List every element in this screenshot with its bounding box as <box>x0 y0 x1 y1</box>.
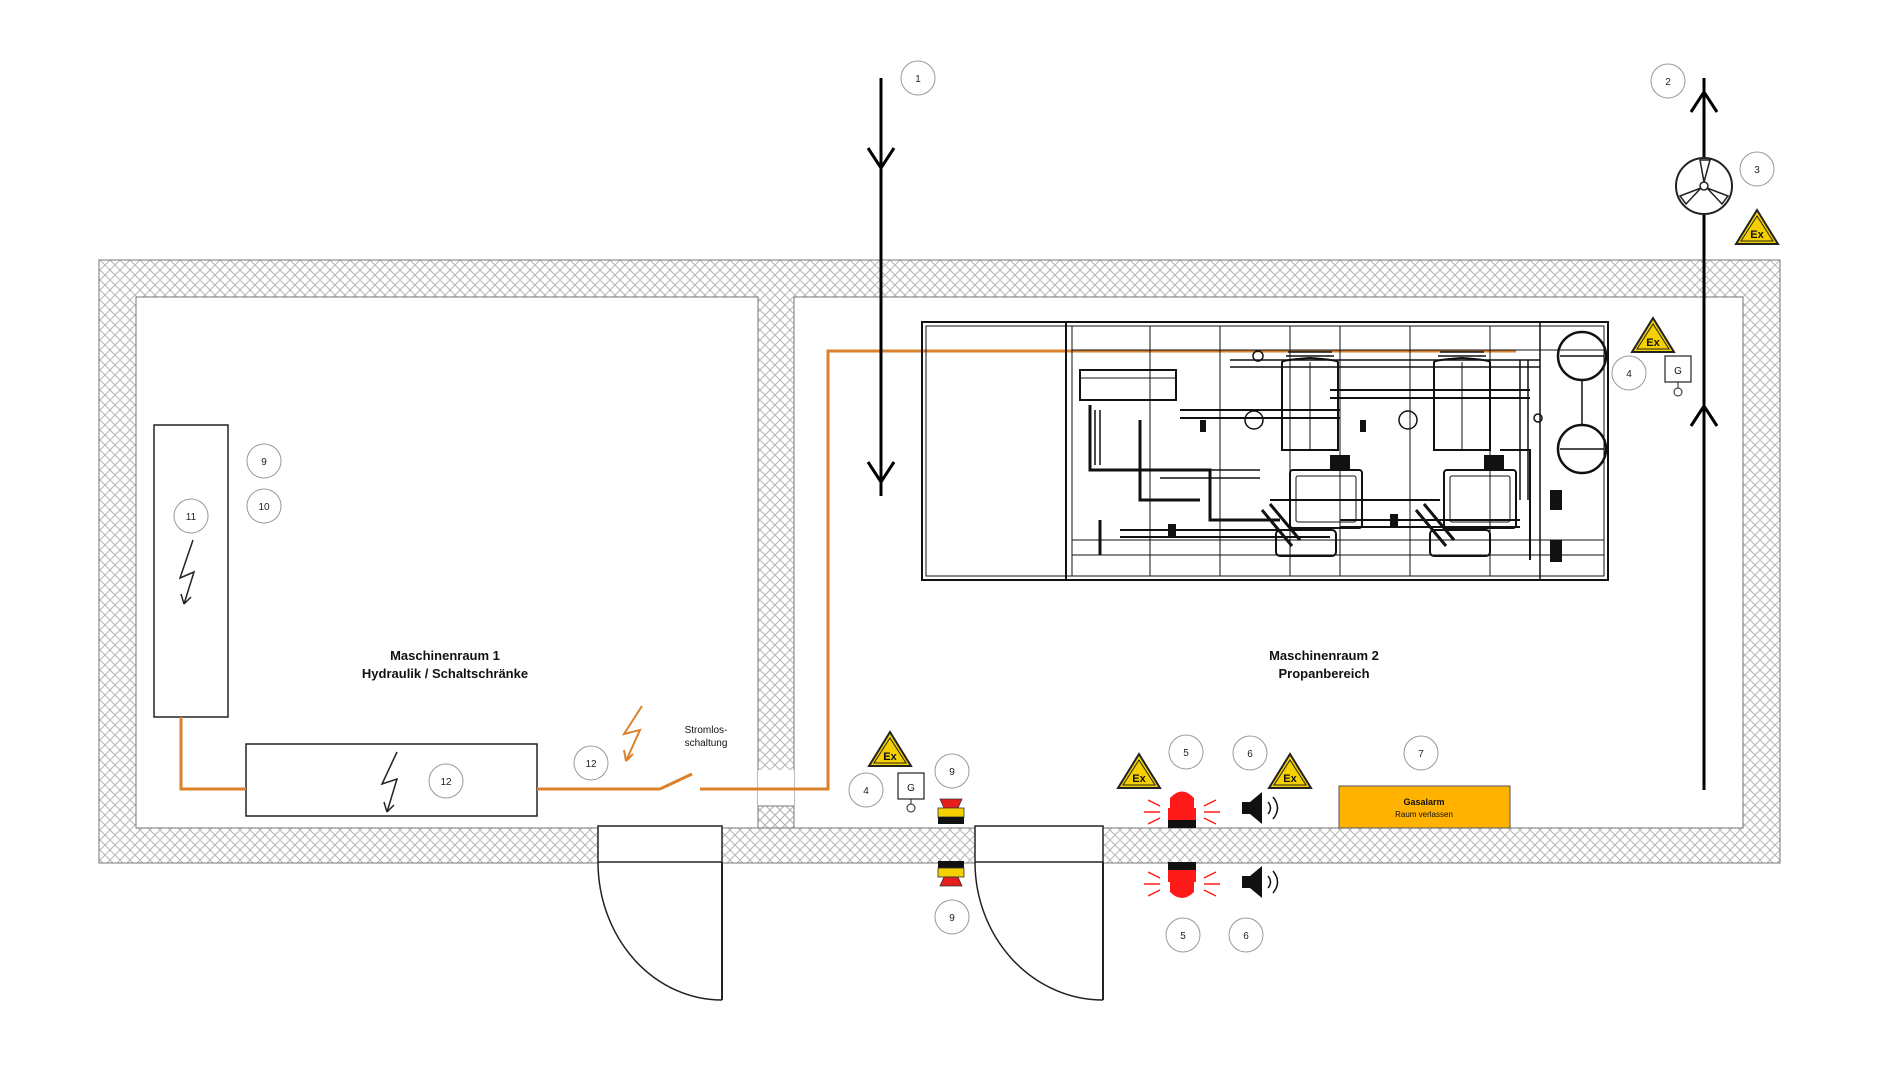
room1-title: Maschinenraum 1 <box>390 648 500 663</box>
svg-text:4: 4 <box>1626 369 1632 380</box>
svg-text:Ex: Ex <box>1283 773 1297 785</box>
svg-text:Ex: Ex <box>1750 229 1764 241</box>
beacon-icon <box>1144 862 1220 898</box>
lightning-icon <box>380 751 399 813</box>
horn-icon <box>1242 792 1279 824</box>
power-off-switch <box>659 772 693 791</box>
svg-text:Gasalarm: Gasalarm <box>1403 797 1444 807</box>
number-markers <box>173 60 1775 953</box>
supply-air-duct <box>866 78 896 496</box>
svg-text:7: 7 <box>1418 749 1424 760</box>
exhaust-fan <box>1675 157 1733 215</box>
power-cable <box>179 349 1516 791</box>
svg-text:10: 10 <box>258 502 270 513</box>
number-marker-labels: 1 2 3 4 9 10 11 12 12 4 9 9 5 5 6 6 7 <box>186 74 1760 942</box>
ex-warning-icon: Ex <box>1631 317 1675 353</box>
svg-text:Raum verlassen: Raum verlassen <box>1395 810 1453 819</box>
svg-text:G: G <box>907 783 915 794</box>
door-left <box>597 825 723 1001</box>
gas-alarm-panel: Gasalarm Raum verlassen <box>1338 785 1511 829</box>
gas-sensor-icon: G <box>1664 355 1692 397</box>
room2-subtitle: Propanbereich <box>1278 666 1369 681</box>
emergency-button-icon <box>937 798 965 824</box>
lightning-icon <box>178 539 196 605</box>
svg-text:Ex: Ex <box>1646 337 1660 349</box>
propane-chiller-unit <box>921 321 1609 581</box>
ex-warning-icon: Ex <box>1117 753 1161 789</box>
svg-text:4: 4 <box>863 786 869 797</box>
control-cabinet-11 <box>153 424 229 718</box>
svg-text:12: 12 <box>440 777 452 788</box>
svg-text:Ex: Ex <box>1132 773 1146 785</box>
door-right <box>974 825 1104 1001</box>
svg-text:1: 1 <box>915 74 921 85</box>
svg-text:9: 9 <box>261 457 267 468</box>
svg-text:11: 11 <box>186 512 197 523</box>
horn-icon <box>1242 866 1279 898</box>
svg-text:9: 9 <box>949 913 955 924</box>
ex-warning-icon: Ex <box>1268 753 1312 789</box>
svg-text:2: 2 <box>1665 77 1671 88</box>
room1-subtitle: Hydraulik / Schaltschränke <box>362 666 528 681</box>
gas-sensor-icon: G <box>897 772 925 813</box>
svg-text:G: G <box>1674 366 1682 377</box>
lightning-icon <box>621 705 643 762</box>
ex-warning-icon: Ex <box>1735 209 1779 245</box>
ex-warning-icon: Ex <box>868 731 912 767</box>
control-cabinet-12 <box>245 743 538 817</box>
stromlos-label: schaltung <box>685 738 728 749</box>
beacon-icon <box>1144 791 1220 828</box>
svg-text:6: 6 <box>1243 931 1249 942</box>
svg-text:5: 5 <box>1183 748 1189 759</box>
svg-text:Ex: Ex <box>883 751 897 763</box>
emergency-button-icon <box>937 861 965 887</box>
stromlos-label: Stromlos- <box>685 725 728 736</box>
svg-text:6: 6 <box>1247 749 1253 760</box>
svg-text:12: 12 <box>585 759 597 770</box>
room2-title: Maschinenraum 2 <box>1269 648 1379 663</box>
svg-text:3: 3 <box>1754 165 1760 176</box>
svg-text:5: 5 <box>1180 931 1186 942</box>
fan-icon <box>1675 157 1733 215</box>
svg-text:9: 9 <box>949 767 955 778</box>
